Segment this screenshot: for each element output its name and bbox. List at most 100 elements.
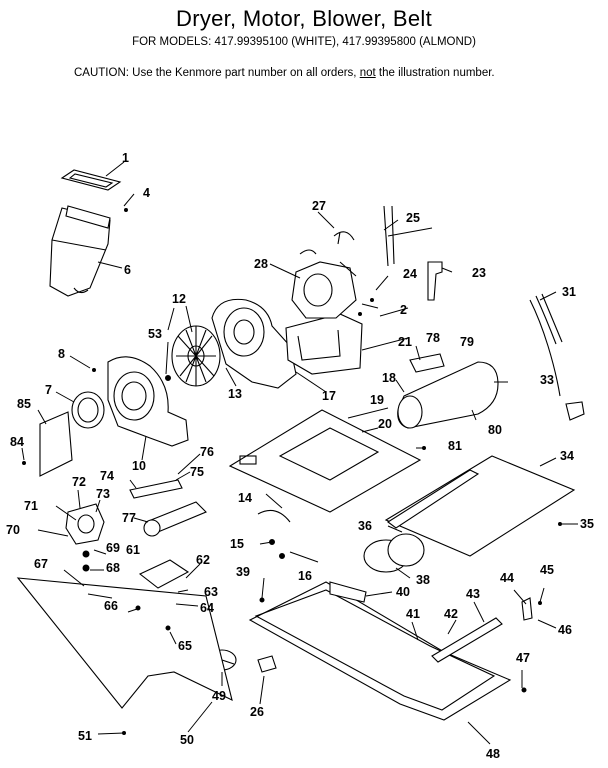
part-label-70: 70: [6, 523, 20, 537]
part-label-36: 36: [358, 519, 372, 533]
part-19-drawing: [228, 409, 422, 513]
part-1-drawing: [60, 169, 122, 191]
fasteners: [22, 208, 562, 735]
part-77-drawing: [143, 501, 207, 537]
part-label-25: 25: [406, 211, 420, 225]
part-label-31: 31: [562, 285, 576, 299]
part-85-drawing: [39, 411, 73, 477]
part-label-20: 20: [378, 417, 392, 431]
part-label-77: 77: [122, 511, 136, 525]
part-label-15: 15: [230, 537, 244, 551]
part-label-63: 63: [204, 585, 218, 599]
part-label-61: 61: [126, 543, 140, 557]
part-label-81: 81: [448, 439, 462, 453]
part-18-drawing: [285, 313, 363, 375]
part-38-drawing: [363, 533, 425, 573]
part-48-drawing: [248, 581, 512, 721]
part-61-drawing: [138, 559, 190, 589]
part-label-18: 18: [382, 371, 396, 385]
part-label-67: 67: [34, 557, 48, 571]
part-label-53: 53: [148, 327, 162, 341]
part-label-27: 27: [312, 199, 326, 213]
part-80-drawing: [397, 353, 499, 429]
part-label-48: 48: [486, 747, 500, 761]
part-label-17: 17: [322, 389, 336, 403]
part-label-12: 12: [172, 292, 186, 306]
models-line: FOR MODELS: 417.99395100 (WHITE), 417.99…: [132, 36, 476, 48]
part-label-23: 23: [472, 266, 486, 280]
part-label-44: 44: [500, 571, 514, 585]
part-label-34: 34: [560, 449, 574, 463]
part-label-39: 39: [236, 565, 250, 579]
part-label-78: 78: [426, 331, 440, 345]
part-label-65: 65: [178, 639, 192, 653]
part-label-68: 68: [106, 561, 120, 575]
part-label-21: 21: [398, 335, 412, 349]
page-title: Dryer, Motor, Blower, Belt: [176, 6, 432, 31]
part-31-drawing: [529, 293, 585, 421]
part-label-7: 7: [45, 383, 52, 397]
part-label-69: 69: [106, 541, 120, 555]
part-label-74: 74: [100, 469, 114, 483]
part-label-24: 24: [403, 267, 417, 281]
part-label-10: 10: [132, 459, 146, 473]
part-label-84: 84: [10, 435, 24, 449]
part-label-49: 49: [212, 689, 226, 703]
part-label-46: 46: [558, 623, 572, 637]
part-label-62: 62: [196, 553, 210, 567]
part-label-8: 8: [58, 347, 65, 361]
part-labels: 1 4 6 8 7 85 84 10 12 53 13 17 27 25 28 …: [6, 151, 594, 761]
part-label-71: 71: [24, 499, 38, 513]
part-10-drawing: [107, 356, 189, 447]
part-label-50: 50: [180, 733, 194, 747]
part-label-76: 76: [200, 445, 214, 459]
part-label-14: 14: [238, 491, 252, 505]
part-75-drawing: [129, 479, 183, 499]
part-label-28: 28: [254, 257, 268, 271]
part-7-drawing: [71, 391, 105, 429]
part-label-4: 4: [143, 186, 150, 200]
part-label-13: 13: [228, 387, 242, 401]
part-label-38: 38: [416, 573, 430, 587]
caution-emphasis: not: [359, 67, 376, 79]
part-label-42: 42: [444, 607, 458, 621]
caution-note: CAUTION: Use the Kenmore part number on …: [74, 67, 495, 79]
part-50-drawing: [16, 577, 233, 709]
part-44-drawing: [521, 597, 533, 621]
part-label-75: 75: [190, 465, 204, 479]
part-42-drawing: [431, 617, 503, 663]
part-12-drawing: [171, 325, 221, 387]
part-17-drawing: [211, 298, 297, 389]
part-label-41: 41: [406, 607, 420, 621]
part-label-45: 45: [540, 563, 554, 577]
part-label-33: 33: [540, 373, 554, 387]
part-label-19: 19: [370, 393, 384, 407]
part-label-73: 73: [96, 487, 110, 501]
part-label-85: 85: [17, 397, 31, 411]
part-23-drawing: [427, 261, 443, 301]
part-label-43: 43: [466, 587, 480, 601]
part-14-drawing: [257, 509, 291, 523]
part-6-drawing: [49, 205, 111, 297]
part-label-2: 2: [400, 303, 407, 317]
part-label-26: 26: [250, 705, 264, 719]
part-label-51: 51: [78, 729, 92, 743]
part-label-72: 72: [72, 475, 86, 489]
part-label-80: 80: [488, 423, 502, 437]
caution-text: CAUTION: Use the Kenmore part number on …: [74, 67, 360, 79]
part-72-drawing: [65, 503, 105, 545]
caution-text-end: the illustration number.: [375, 67, 495, 79]
part-label-35: 35: [580, 517, 594, 531]
part-25-drawing: [383, 205, 433, 267]
part-28-drawing: [291, 249, 357, 319]
leader-lines: [21, 161, 578, 745]
part-34-drawing: [384, 455, 576, 557]
part-label-40: 40: [396, 585, 410, 599]
part-label-6: 6: [124, 263, 131, 277]
part-label-47: 47: [516, 651, 530, 665]
part-label-16: 16: [298, 569, 312, 583]
part-label-1: 1: [122, 151, 129, 165]
part-26-drawing: [257, 655, 277, 673]
part-27-drawing: [333, 231, 355, 245]
